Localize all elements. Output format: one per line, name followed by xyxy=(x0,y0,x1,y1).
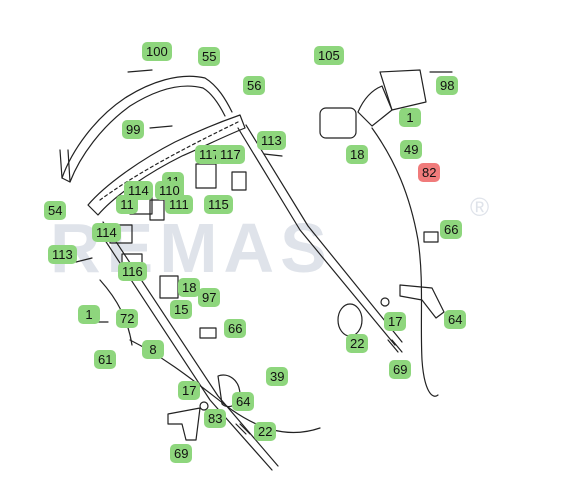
callout-69[interactable]: 64 xyxy=(444,310,467,329)
callout-115[interactable]: 115 xyxy=(204,195,233,214)
callout-97[interactable]: 97 xyxy=(198,288,221,307)
callout-8[interactable]: 8 xyxy=(142,340,164,359)
callout-117[interactable]: 117 xyxy=(216,145,245,164)
callout-18[interactable]: 18 xyxy=(178,278,201,297)
callout-64[interactable]: 64 xyxy=(232,392,255,411)
upper-handle xyxy=(61,75,233,179)
callout-22[interactable]: 22 xyxy=(254,422,277,441)
registered-mark: ® xyxy=(470,192,490,222)
watermark-text: REMAS xyxy=(50,209,333,287)
callout-69[interactable]: 69 xyxy=(170,444,193,463)
callout-113[interactable]: 113 xyxy=(48,245,77,264)
callout-56[interactable]: 56 xyxy=(243,76,266,95)
callout-49[interactable]: 49 xyxy=(400,140,423,159)
callout-113[interactable]: 113 xyxy=(257,131,286,150)
callout-1[interactable]: 1 xyxy=(78,305,100,324)
callout-22[interactable]: 69 xyxy=(389,360,412,379)
callout-15[interactable]: 15 xyxy=(170,300,193,319)
callout-105[interactable]: 105 xyxy=(314,46,344,65)
callout-11[interactable]: 11 xyxy=(116,195,138,214)
callout-83[interactable]: 83 xyxy=(204,409,227,428)
callout-64[interactable]: 22 xyxy=(346,334,369,353)
callout-82[interactable]: 82 xyxy=(418,163,441,182)
callout-61[interactable]: 61 xyxy=(94,350,117,369)
callout-39[interactable]: 39 xyxy=(266,367,289,386)
callout-1[interactable]: 1 xyxy=(399,108,421,127)
callout-17[interactable]: 17 xyxy=(178,381,201,400)
callout-114[interactable]: 114 xyxy=(92,223,121,242)
upper-handle-inner xyxy=(69,85,226,183)
right-handle-tube xyxy=(237,127,396,346)
callout-99[interactable]: 99 xyxy=(122,120,145,139)
callout-111[interactable]: 111 xyxy=(165,195,193,214)
callout-100[interactable]: 100 xyxy=(142,42,172,61)
callout-54[interactable]: 54 xyxy=(44,201,67,220)
callout-18[interactable]: 18 xyxy=(346,145,369,164)
callout-72[interactable]: 72 xyxy=(116,309,139,328)
left-handle-tube xyxy=(94,224,273,471)
callout-66[interactable]: 66 xyxy=(224,319,247,338)
callout-55[interactable]: 55 xyxy=(198,47,221,66)
callout-66[interactable]: 66 xyxy=(440,220,463,239)
callout-116[interactable]: 116 xyxy=(118,262,147,281)
cable-82 xyxy=(371,127,439,397)
callout-17[interactable]: 17 xyxy=(384,312,407,331)
cable-left xyxy=(129,339,321,434)
callout-98[interactable]: 98 xyxy=(436,76,459,95)
foam-grip xyxy=(87,114,246,216)
